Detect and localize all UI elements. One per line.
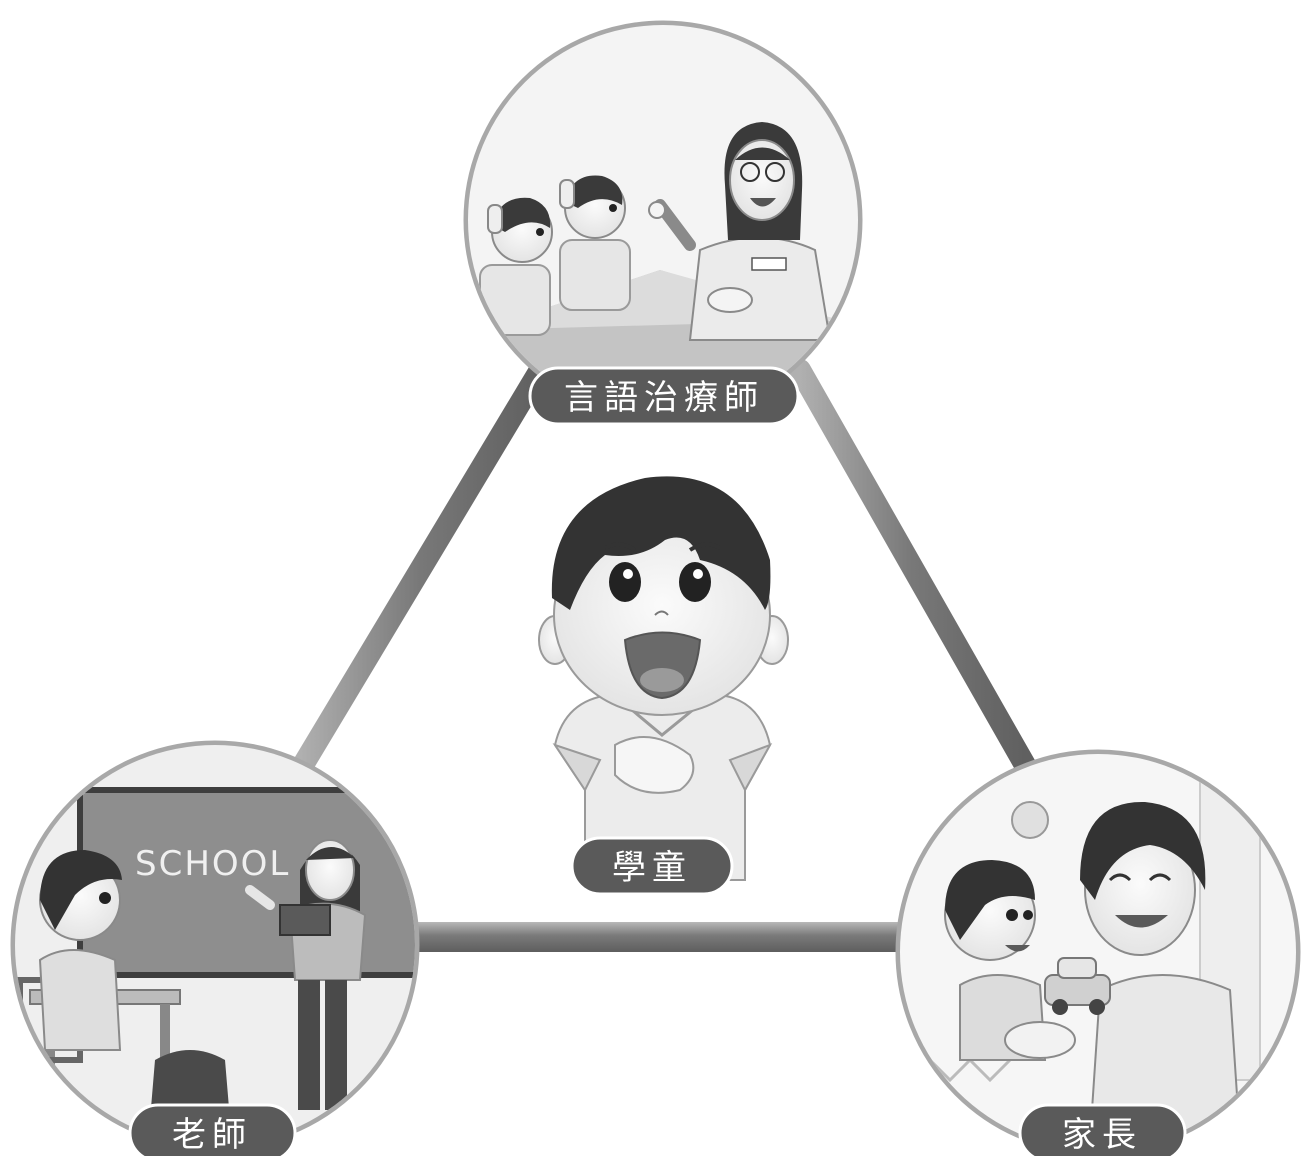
parent-node: 家長 — [895, 749, 1301, 1156]
student-node: 學童 — [538, 476, 789, 896]
teacher-node: SCHOOL — [10, 740, 420, 1156]
child-2-figure — [559, 175, 631, 311]
teacher-label: 老師 — [172, 1115, 252, 1155]
seated-student-figure — [38, 850, 122, 1051]
teacher-figure — [245, 839, 367, 1110]
child-1-figure — [479, 197, 553, 336]
therapist-node: 言語治療師 — [463, 20, 863, 426]
student-hair — [551, 476, 771, 610]
bar-right — [789, 359, 1036, 776]
therapist-label-pill — [528, 366, 800, 426]
blackboard-text: SCHOOL — [135, 844, 290, 884]
parent-label-pill — [1018, 1103, 1187, 1156]
therapist-label: 言語治療師 — [564, 378, 764, 418]
bar-left — [289, 359, 551, 781]
father-figure — [1080, 801, 1242, 1141]
toy-car-icon — [1044, 957, 1111, 1015]
teacher-label-pill — [128, 1103, 297, 1156]
connector-bars — [289, 359, 1036, 952]
therapist-figure — [648, 122, 832, 341]
student-label-pill — [570, 836, 734, 896]
student-label: 學童 — [612, 848, 692, 888]
wall-clock — [1011, 801, 1049, 839]
parent-label: 家長 — [1062, 1115, 1142, 1155]
bar-bottom — [405, 922, 915, 952]
